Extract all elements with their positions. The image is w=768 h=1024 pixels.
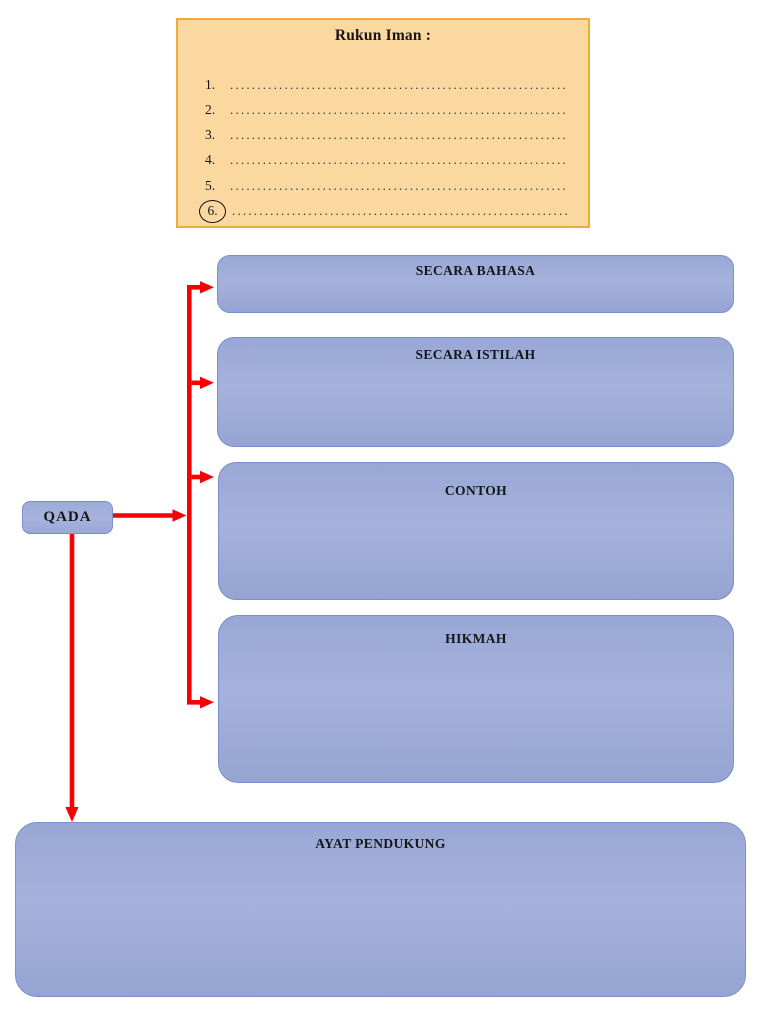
rukun-iman-panel: Rukun Iman : 1. ........................… — [176, 18, 590, 228]
qada-node: QADA — [22, 501, 113, 534]
arrowhead-hikmah — [200, 696, 214, 709]
box-ayat-pendukung: AYAT PENDUKUNG — [15, 822, 746, 997]
item-number: 2. — [205, 102, 216, 117]
item-number: 5. — [205, 178, 216, 193]
item-number: 6. — [207, 203, 218, 218]
list-item: 3. .....................................… — [205, 123, 567, 147]
box-label: SECARA BAHASA — [415, 263, 536, 278]
fill-in-line: ........................................… — [230, 102, 567, 117]
list-item: 2. .....................................… — [205, 98, 567, 122]
arrow-to-secara-istilah — [191, 376, 214, 389]
item-number: 4. — [205, 152, 216, 167]
fill-in-line: ........................................… — [230, 127, 567, 142]
arrow-qada-to-ayat — [65, 534, 79, 822]
box-hikmah: HIKMAH — [218, 615, 734, 783]
item-number: 1. — [205, 77, 216, 92]
fill-in-line: ........................................… — [230, 178, 567, 193]
list-item: 6. .....................................… — [199, 199, 569, 223]
box-label: HIKMAH — [445, 631, 507, 646]
fill-in-line: ........................................… — [232, 203, 569, 218]
box-contoh: CONTOH — [218, 462, 734, 600]
panel-title: Rukun Iman : — [334, 27, 432, 44]
fill-in-line: ........................................… — [230, 77, 567, 92]
arrowhead-secara-bahasa — [200, 281, 214, 294]
list-item: 5. .....................................… — [205, 174, 567, 198]
box-label: CONTOH — [444, 483, 508, 498]
box-secara-istilah: SECARA ISTILAH — [217, 337, 734, 447]
qada-label: QADA — [43, 509, 92, 525]
arrow-spine — [187, 281, 214, 709]
list-item: 1. .....................................… — [205, 73, 567, 97]
circled-number: 6. — [199, 199, 226, 223]
item-number: 3. — [205, 127, 216, 142]
box-label: SECARA ISTILAH — [415, 347, 536, 362]
box-label: AYAT PENDUKUNG — [315, 836, 446, 851]
box-secara-bahasa: SECARA BAHASA — [217, 255, 734, 313]
list-item: 4. .....................................… — [205, 148, 567, 172]
arrow-to-contoh — [191, 470, 214, 484]
arrow-qada-to-spine — [113, 509, 187, 522]
fill-in-line: ........................................… — [230, 152, 567, 167]
